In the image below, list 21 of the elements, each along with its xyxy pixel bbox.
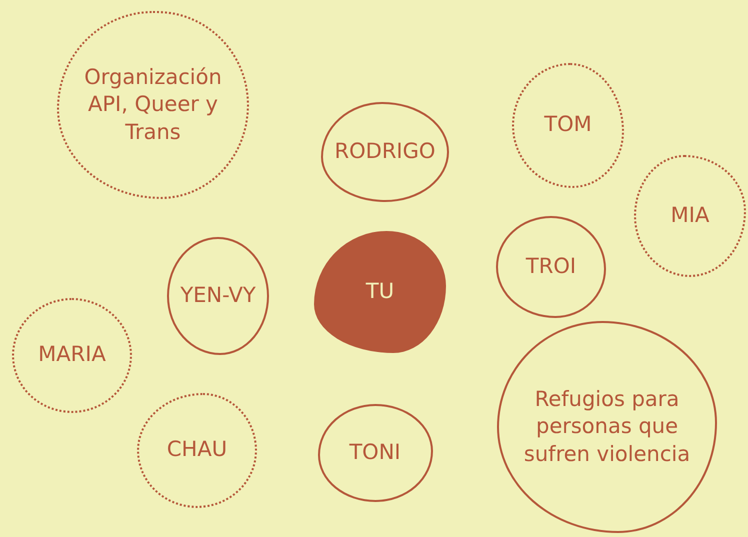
contact-bubble (167, 237, 269, 355)
contact-bubble (321, 102, 449, 202)
bubble-label: CHAU (166, 436, 228, 464)
bubble-label: MIA (670, 202, 710, 230)
contact-bubble (496, 216, 606, 318)
bubble-label: YEN-VY (179, 282, 257, 310)
contact-bubble (512, 62, 624, 188)
bubble-label: TROI (524, 253, 578, 280)
contact-bubble (137, 392, 257, 508)
bubble-label: Refugios para personas que sufren violencia (522, 386, 692, 468)
contact-bubble (318, 404, 432, 502)
contact-bubble (57, 11, 249, 199)
contact-bubble (497, 321, 717, 533)
bubble-label: TOM (543, 111, 593, 138)
bubble-label: Organización API, Queer y Trans (83, 64, 223, 146)
bubble-label: TU (364, 278, 396, 306)
contact-bubble (12, 298, 132, 412)
bubble-label: RODRIGO (334, 138, 436, 166)
bubble-label: MARIA (37, 341, 107, 368)
contact-bubble (634, 155, 746, 277)
bubble-label: TONI (348, 439, 402, 466)
